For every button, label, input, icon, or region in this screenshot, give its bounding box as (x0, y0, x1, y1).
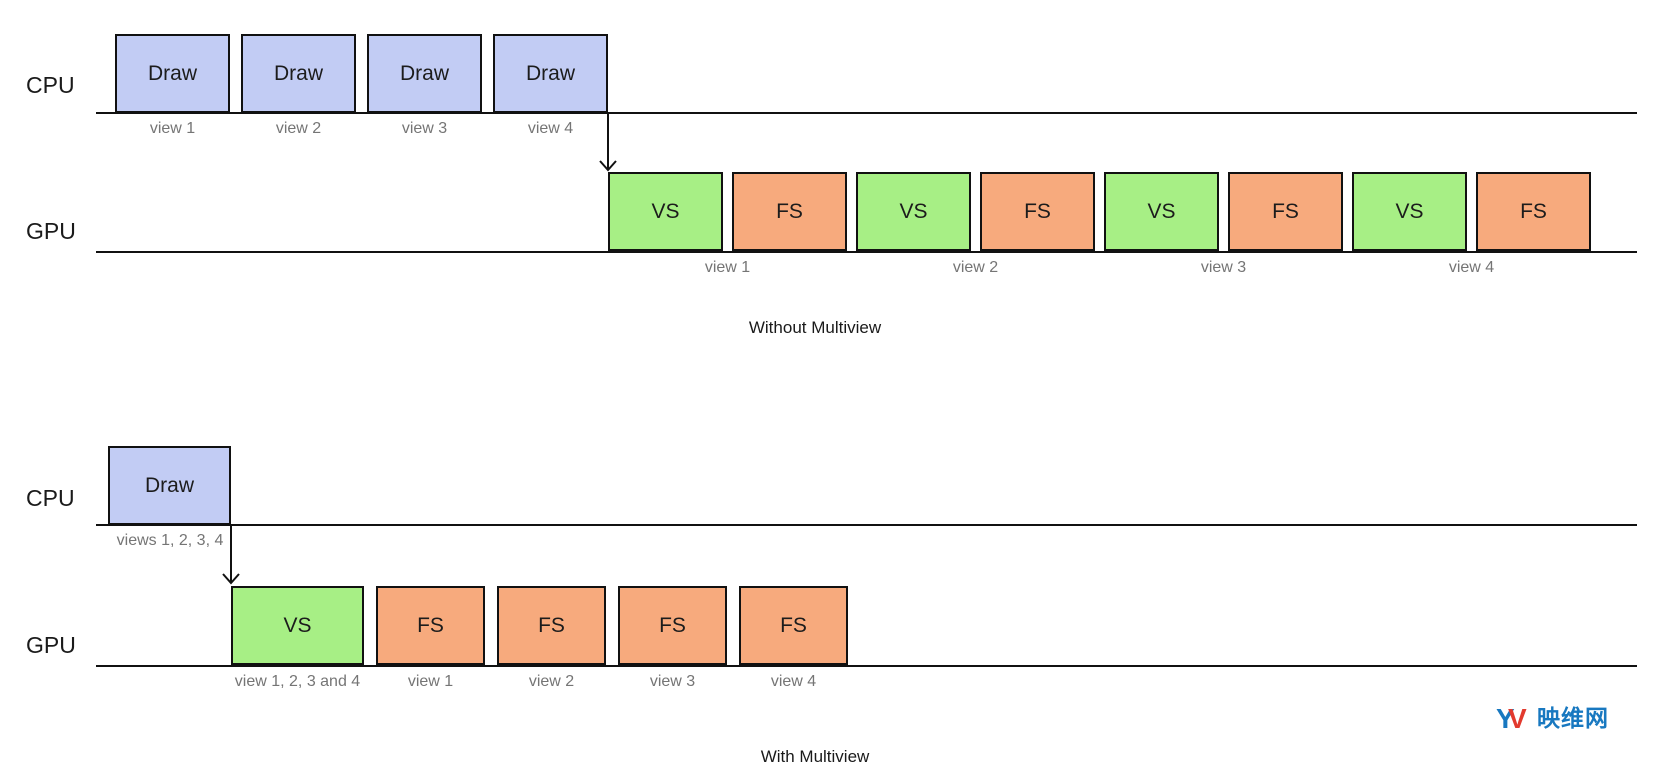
draw-box: Draw (241, 34, 356, 113)
svg-text:Y: Y (1496, 704, 1515, 732)
view-label: view 4 (770, 673, 817, 690)
draw-box: Draw (367, 34, 482, 113)
vs-box: VS (1352, 172, 1467, 251)
yivian-watermark-logo: Y V 映维网 (1496, 704, 1609, 732)
draw-box: Draw (493, 34, 608, 113)
view-label: view 2 (952, 259, 999, 276)
fs-box: FS (980, 172, 1095, 251)
view-label: view 1 (407, 673, 454, 690)
fs-box: FS (618, 586, 727, 665)
gpu-row-label: GPU (26, 218, 76, 244)
vs-box: VS (856, 172, 971, 251)
view-label: view 2 (275, 120, 322, 137)
yivian-logo-mark-icon: Y V (1496, 704, 1527, 732)
gpu-row-label: GPU (26, 632, 76, 658)
vs-box: VS (1104, 172, 1219, 251)
fs-box: FS (739, 586, 848, 665)
cpu-timeline (96, 524, 1637, 526)
cpu-timeline (96, 112, 1637, 114)
cpu-row-label: CPU (26, 72, 75, 98)
fs-box: FS (376, 586, 485, 665)
view-label: views 1, 2, 3, 4 (116, 532, 224, 549)
view-label: view 2 (528, 673, 575, 690)
yivian-logo-text: 映维网 (1537, 704, 1609, 731)
view-label: view 1 (704, 259, 751, 276)
arrow-down-icon (599, 113, 617, 172)
view-label: view 4 (527, 120, 574, 137)
draw-box: Draw (108, 446, 231, 525)
view-label: view 3 (1200, 259, 1247, 276)
view-label: view 3 (401, 120, 448, 137)
fs-box: FS (497, 586, 606, 665)
draw-box: Draw (115, 34, 230, 113)
view-label: view 1 (149, 120, 196, 137)
section-caption-with-multiview: With Multiview (760, 747, 870, 766)
view-label: view 3 (649, 673, 696, 690)
fs-box: FS (1228, 172, 1343, 251)
cpu-row-label: CPU (26, 485, 75, 511)
gpu-timeline (96, 665, 1637, 667)
section-caption-without-multiview: Without Multiview (748, 318, 882, 337)
vs-box: VS (231, 586, 364, 665)
svg-text:V: V (1508, 704, 1527, 732)
gpu-timeline (96, 251, 1637, 253)
arrow-down-icon (222, 525, 240, 585)
fs-box: FS (732, 172, 847, 251)
view-label: view 1, 2, 3 and 4 (234, 673, 361, 690)
view-label: view 4 (1448, 259, 1495, 276)
vs-box: VS (608, 172, 723, 251)
fs-box: FS (1476, 172, 1591, 251)
